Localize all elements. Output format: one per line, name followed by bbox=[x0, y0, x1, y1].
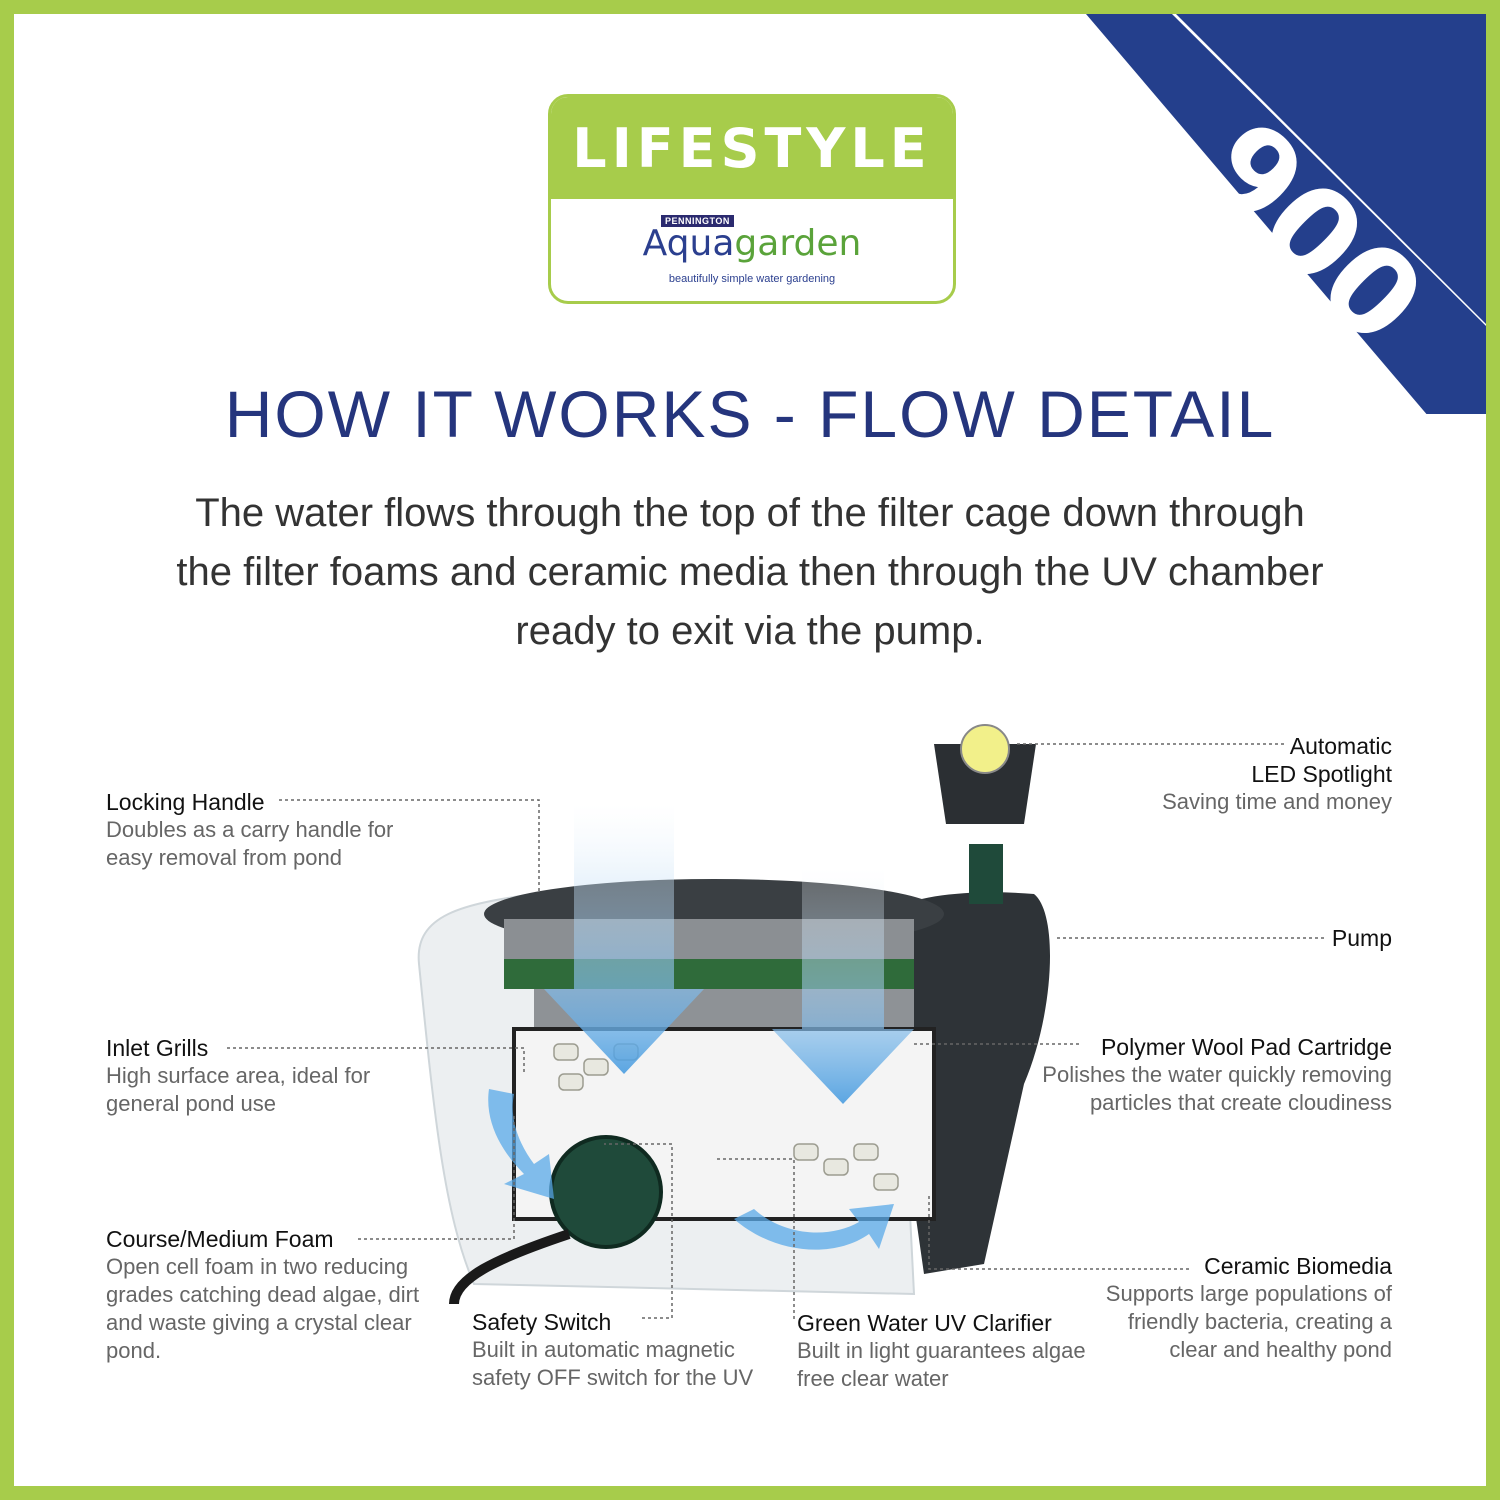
callout-uv-clarifier-desc: Built in light guarantees algae free cle… bbox=[797, 1338, 1086, 1391]
flow-arrow-right bbox=[772, 869, 914, 1104]
callout-inlet-grills-title: Inlet Grills bbox=[106, 1035, 209, 1061]
spotlight-neck bbox=[969, 844, 1003, 904]
callout-locking-handle: Locking Handle Doubles as a carry handle… bbox=[106, 788, 426, 872]
spotlight-head bbox=[934, 744, 1036, 824]
intro-text: The water flows through the top of the f… bbox=[176, 491, 1324, 653]
callout-inlet-grills-desc: High surface area, ideal for general pon… bbox=[106, 1063, 371, 1116]
flow-swirl-right bbox=[734, 1204, 894, 1250]
logo-maker: PENNINGTON bbox=[661, 215, 734, 227]
page-title: HOW IT WORKS - FLOW DETAIL bbox=[224, 377, 1276, 451]
logo-brand-name: Aquagarden bbox=[551, 223, 953, 264]
callout-pump-title: Pump bbox=[1331, 925, 1392, 951]
callout-ceramic-desc: Supports large populations of friendly b… bbox=[1105, 1281, 1392, 1362]
callout-led-desc: Saving time and money bbox=[1162, 789, 1392, 814]
flow-arrow-left bbox=[544, 804, 704, 1074]
callout-uv-clarifier-title: Green Water UV Clarifier bbox=[797, 1310, 1052, 1336]
callout-polymer: Polymer Wool Pad Cartridge Polishes the … bbox=[1032, 1033, 1392, 1117]
callout-inlet-grills: Inlet Grills High surface area, ideal fo… bbox=[106, 1034, 406, 1118]
logo-tagline: beautifully simple water gardening bbox=[668, 273, 836, 285]
logo-brand-area: PENNINGTON Aquagarden beautifully simple… bbox=[551, 199, 953, 301]
logo-brand-part1: Aqua bbox=[642, 223, 735, 264]
flow-swirl-left bbox=[488, 1089, 554, 1199]
brand-logo: LIFESTYLE PENNINGTON Aquagarden beautifu… bbox=[548, 94, 956, 304]
callout-foam-title: Course/Medium Foam bbox=[106, 1226, 334, 1252]
callout-ceramic: Ceramic Biomedia Supports large populati… bbox=[1092, 1252, 1392, 1364]
spotlight-lens bbox=[960, 724, 1010, 774]
callout-safety-switch-desc: Built in automatic magnetic safety OFF s… bbox=[472, 1337, 754, 1390]
logo-brand-part2: garden bbox=[734, 223, 862, 264]
corner-badge bbox=[1086, 14, 1486, 414]
callout-pump: Pump bbox=[1292, 924, 1392, 952]
callout-locking-handle-desc: Doubles as a carry handle for easy remov… bbox=[106, 817, 394, 870]
power-cable bbox=[449, 1229, 571, 1305]
callout-polymer-title: Polymer Wool Pad Cartridge bbox=[1100, 1034, 1392, 1060]
callout-ceramic-title: Ceramic Biomedia bbox=[1204, 1253, 1392, 1279]
callout-safety-switch: Safety Switch Built in automatic magneti… bbox=[472, 1308, 772, 1392]
callout-foam-desc: Open cell foam in two reducing grades ca… bbox=[106, 1254, 420, 1363]
callout-polymer-desc: Polishes the water quickly removing part… bbox=[1042, 1062, 1392, 1115]
callout-led: Automatic LED Spotlight Saving time and … bbox=[1132, 732, 1392, 816]
callout-locking-handle-title: Locking Handle bbox=[106, 789, 265, 815]
logo-series: LIFESTYLE bbox=[551, 97, 953, 199]
callout-uv-clarifier: Green Water UV Clarifier Built in light … bbox=[797, 1309, 1087, 1393]
leader-lines bbox=[227, 743, 1324, 1319]
callout-led-title1: Automatic bbox=[1289, 733, 1392, 759]
product-cutaway-diagram bbox=[227, 724, 1324, 1319]
callout-foam: Course/Medium Foam Open cell foam in two… bbox=[106, 1225, 436, 1365]
callout-safety-switch-title: Safety Switch bbox=[472, 1309, 612, 1335]
callout-led-title2: LED Spotlight bbox=[1251, 761, 1392, 787]
